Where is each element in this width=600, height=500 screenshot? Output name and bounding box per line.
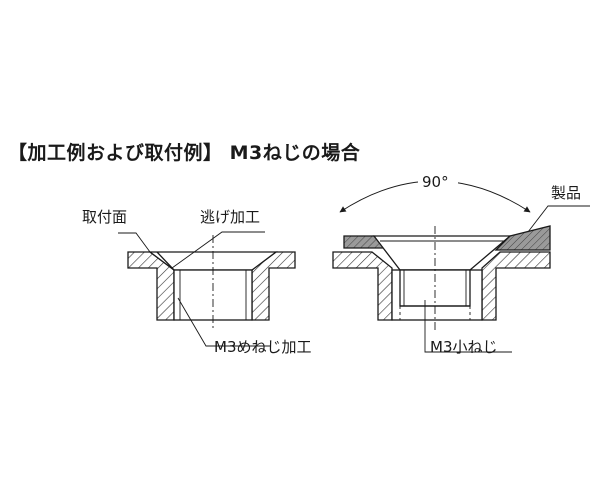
- left-section-view: 取付面 逃げ加工 M3めねじ加工: [82, 208, 312, 356]
- angle-label-bg: [418, 172, 458, 192]
- mount-surface-leader: [118, 232, 151, 253]
- left-relief-edge: [156, 251, 175, 271]
- product-piece-right: [494, 225, 551, 251]
- label-relief: 逃げ加工: [200, 208, 260, 226]
- right-plate-right: [481, 251, 551, 321]
- thread-leader: [177, 297, 270, 347]
- right-section-view: 90° 製品 M3小ねじ: [332, 172, 590, 356]
- label-mount-surface: 取付面: [82, 208, 127, 226]
- label-screw: M3小ねじ: [430, 338, 498, 356]
- label-thread: M3めねじ加工: [214, 338, 312, 356]
- diagram-title: 【加工例および取付例】 M3ねじの場合: [8, 142, 361, 164]
- product-leader: [527, 205, 590, 233]
- label-angle: 90°: [422, 173, 449, 191]
- label-product: 製品: [551, 184, 581, 202]
- relief-leader: [171, 231, 265, 269]
- screw-leader: [424, 300, 512, 353]
- right-plate-left: [332, 251, 393, 321]
